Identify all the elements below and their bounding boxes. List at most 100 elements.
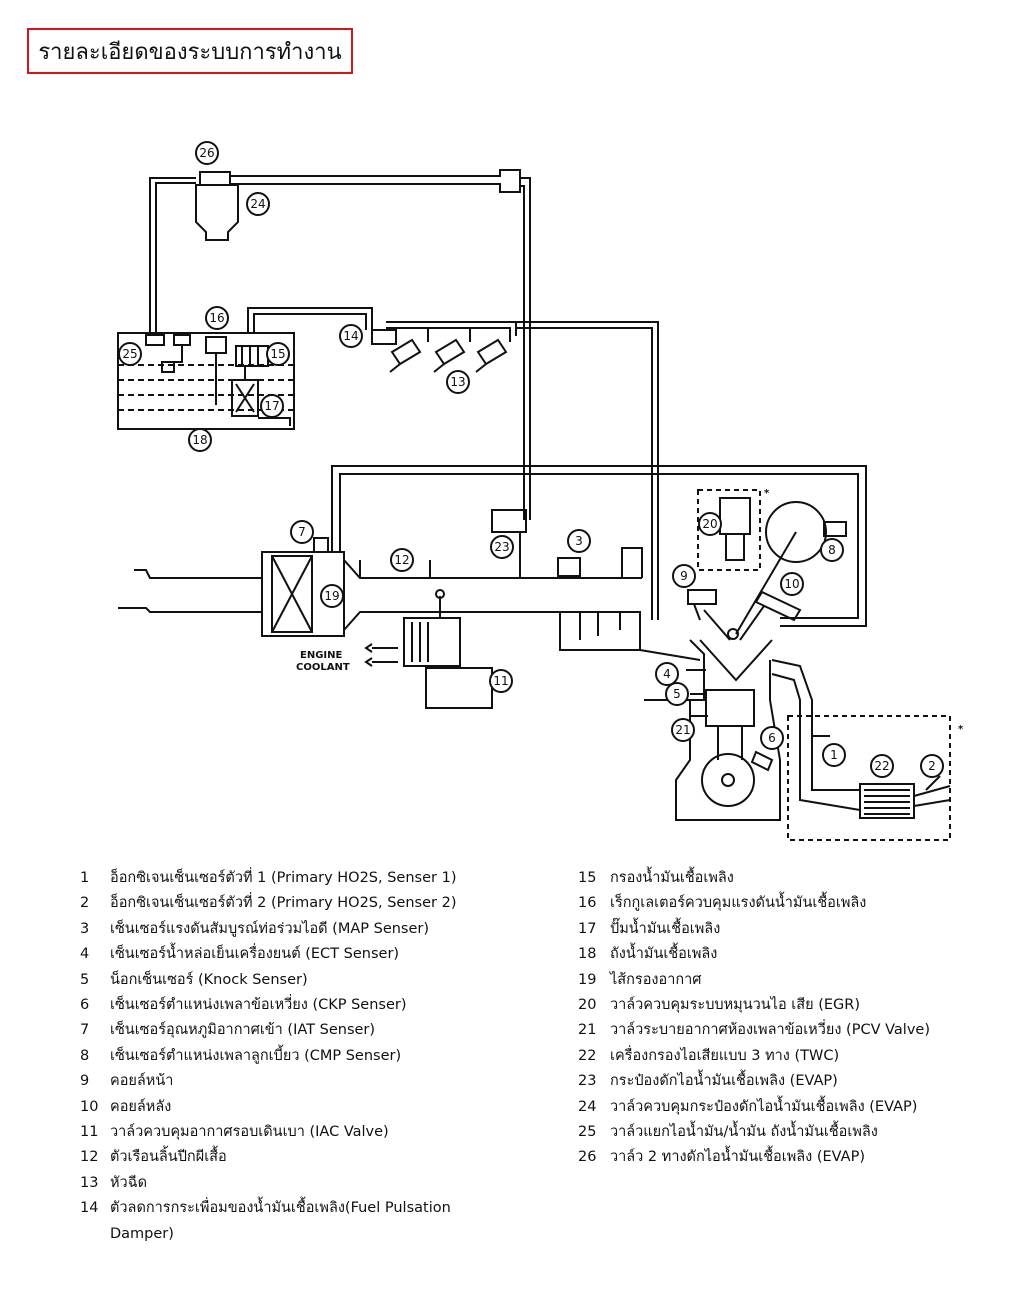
ckp-sensor-6: [750, 750, 774, 772]
callout-4: 4: [655, 662, 679, 686]
callout-20: 20: [698, 512, 722, 536]
legend-text: กรองน้ำมันเชื้อเพลิง: [610, 870, 734, 886]
callout-number: 25: [122, 347, 137, 361]
legend-number: 22: [578, 1047, 597, 1064]
legend-item: 1 อ็อกซิเจนเซ็นเซอร์ตัวที่ 1 (Primary HO2…: [80, 866, 520, 891]
legend-text: ตัวลดการกระเพื่อมของน้ำมันเชื้อเพลิง(Fue…: [110, 1200, 451, 1242]
engine-coolant-label-1: ENGINE: [300, 650, 342, 661]
legend-item: 22 เครื่องกรองไอเสียแบบ 3 ทาง (TWC): [578, 1044, 998, 1069]
legend-text: อ็อกซิเจนเซ็นเซอร์ตัวที่ 2 (Primary HO2S…: [110, 895, 457, 912]
legend-number: 12: [80, 1149, 99, 1166]
legend-text: วาล์วแยกไอน้ำมัน/น้ำมัน ถังน้ำมันเชื้อเพ…: [610, 1124, 878, 1141]
callout-18: 18: [188, 428, 212, 452]
legend-text: ตัวเรือนลิ้นปีกผีเสื้อ: [110, 1149, 227, 1166]
callout-6: 6: [760, 726, 784, 750]
callout-number: 18: [192, 433, 207, 447]
callout-number: 5: [673, 687, 681, 701]
pulsation-damper-14: [371, 329, 397, 345]
callout-16: 16: [205, 306, 229, 330]
callout-24: 24: [246, 192, 270, 216]
legend-item: 12 ตัวเรือนลิ้นปีกผีเสื้อ: [80, 1145, 520, 1170]
legend-number: 10: [80, 1098, 99, 1115]
injectors-13: [389, 338, 508, 373]
callout-19: 19: [320, 584, 344, 608]
o2-sensor-2: [925, 775, 941, 791]
callout-number: 6: [768, 731, 776, 745]
callout-number: 22: [874, 759, 889, 773]
legend-text: น็อกเซ็นเซอร์ (Knock Senser): [110, 971, 308, 988]
callout-10: 10: [780, 572, 804, 596]
egr-valve-20: [697, 489, 761, 571]
legend-text: วาล์วระบายอากาศห้องเพลาข้อเหวี่ยง (PCV V…: [610, 1022, 930, 1039]
air-filter-19: [261, 551, 345, 637]
piston: [705, 689, 755, 727]
legend-item: 5 น็อกเซ็นเซอร์ (Knock Senser): [80, 968, 520, 993]
asterisk-mark-2: *: [958, 724, 964, 735]
throttle-body-12: [359, 560, 431, 578]
legend-number: 18: [578, 946, 597, 963]
legend-number: 20: [578, 997, 597, 1014]
callout-number: 23: [494, 540, 509, 554]
legend-text: เร็กกูเลเตอร์ควบคุมแรงดันน้ำมันเชื้อเพลิ…: [610, 895, 867, 912]
callout-5: 5: [665, 682, 689, 706]
callout-12: 12: [390, 548, 414, 572]
legend-number: 1: [80, 870, 90, 886]
callout-number: 19: [324, 589, 339, 603]
callout-22: 22: [870, 754, 894, 778]
rear-coil-10: [754, 590, 802, 622]
legend-number: 6: [80, 997, 90, 1014]
two-way-valve-26: [199, 171, 231, 186]
callout-number: 14: [343, 329, 358, 343]
callout-15: 15: [266, 342, 290, 366]
callout-9: 9: [672, 564, 696, 588]
page-title: รายละเอียดของระบบการทำงาน: [27, 28, 353, 74]
legend-text: คอยล์หน้า: [110, 1073, 174, 1090]
legend-number: 11: [80, 1124, 99, 1141]
legend-number: 5: [80, 971, 90, 988]
callout-number: 3: [575, 534, 583, 548]
fuel-filter-15: [235, 345, 269, 367]
pressure-regulator-16: [205, 336, 227, 354]
asterisk-mark-1: *: [764, 488, 770, 499]
callout-number: 12: [394, 553, 409, 567]
legend-text: เซ็นเซอร์แรงดันสัมบูรณ์ท่อร่วมไอดี (MAP …: [110, 920, 430, 937]
legend-text: วาล์วควบคุมกระป๋องดักไอน้ำมันเชื้อเพลิง …: [610, 1098, 918, 1115]
callout-number: 2: [928, 759, 936, 773]
legend-text: วาล์วควบคุมระบบหมุนวนไอ เสีย (EGR): [610, 997, 860, 1014]
twc-catalyst-22: [859, 783, 915, 819]
legend-text: เซ็นเซอร์น้ำหล่อเย็นเครื่องยนต์ (ECT Sen…: [110, 946, 400, 963]
legend-number: 7: [80, 1022, 90, 1039]
exhaust-system-box: [787, 715, 951, 841]
legend-text: อ็อกซิเจนเซ็นเซอร์ตัวที่ 1 (Primary HO2S…: [110, 870, 457, 886]
callout-number: 26: [199, 146, 214, 160]
legend-number: 3: [80, 920, 90, 937]
legend-number: 21: [578, 1022, 597, 1039]
callouts: 26 24 16 25 15 17 18 14 13 7 19 12 23 3 …: [118, 141, 944, 778]
cam-pulley: [765, 501, 827, 563]
legend-text: เซ็นเซอร์อุณหภูมิอากาศเข้า (IAT Senser): [110, 1022, 376, 1039]
callout-number: 7: [298, 525, 306, 539]
callout-number: 1: [830, 748, 838, 762]
callout-14: 14: [339, 324, 363, 348]
legend-number: 19: [578, 971, 597, 988]
callout-number: 16: [209, 311, 224, 325]
front-coil-9: [687, 589, 717, 621]
callout-number: 10: [784, 577, 799, 591]
legend-text: เครื่องกรองไอเสียแบบ 3 ทาง (TWC): [610, 1047, 840, 1064]
callout-1: 1: [822, 743, 846, 767]
legend-number: 26: [578, 1149, 597, 1166]
callout-3: 3: [567, 529, 591, 553]
callout-number: 13: [450, 375, 465, 389]
